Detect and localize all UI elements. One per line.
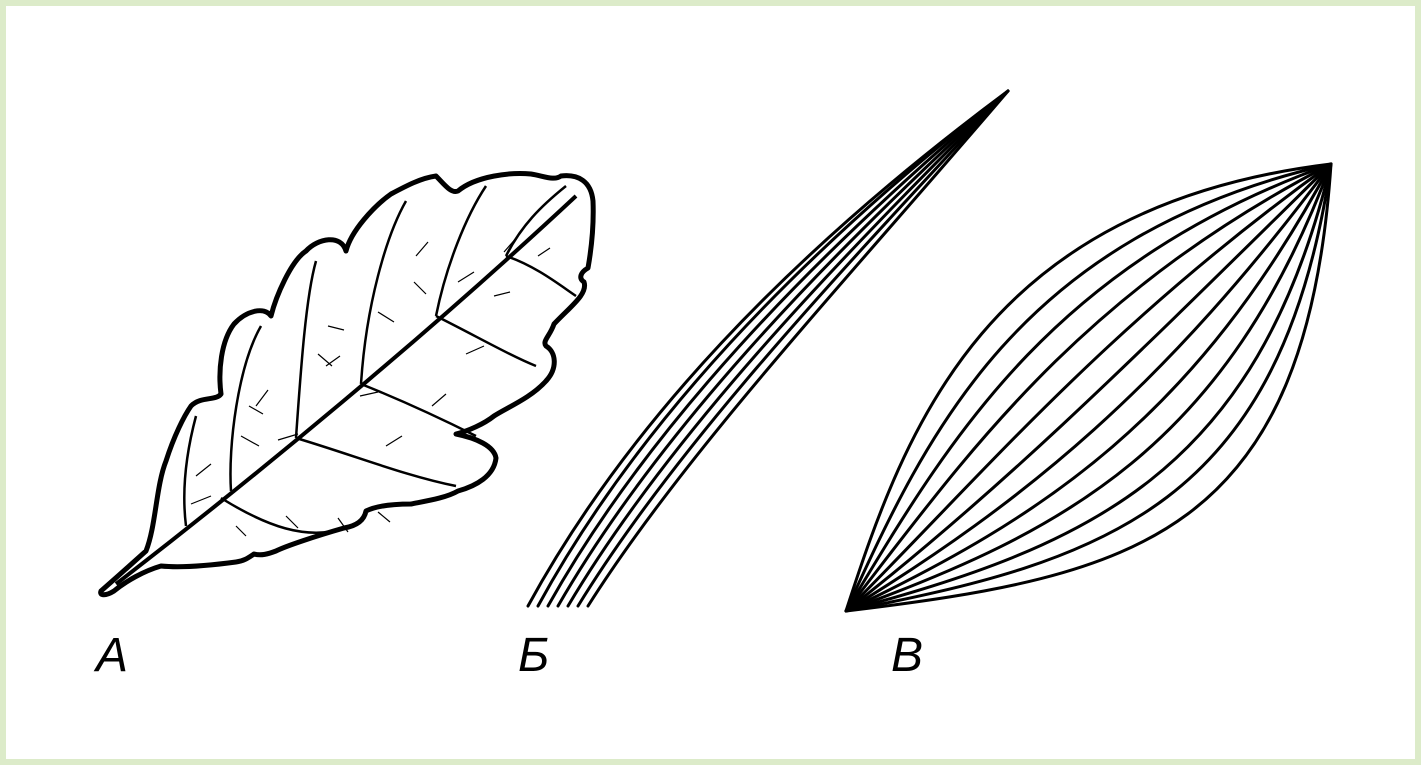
figure-label-c: В: [891, 632, 923, 680]
leaf-a-outline: [101, 174, 594, 595]
figure-label-b: Б: [518, 632, 549, 680]
leaf-b-parallel-venation: [528, 91, 1008, 606]
figure-label-a: А: [96, 632, 128, 680]
leaf-venation-drawings: [6, 6, 1421, 771]
leaf-a-netted-venation: [101, 174, 594, 595]
leaf-c-arcuate-venation: [846, 164, 1331, 611]
